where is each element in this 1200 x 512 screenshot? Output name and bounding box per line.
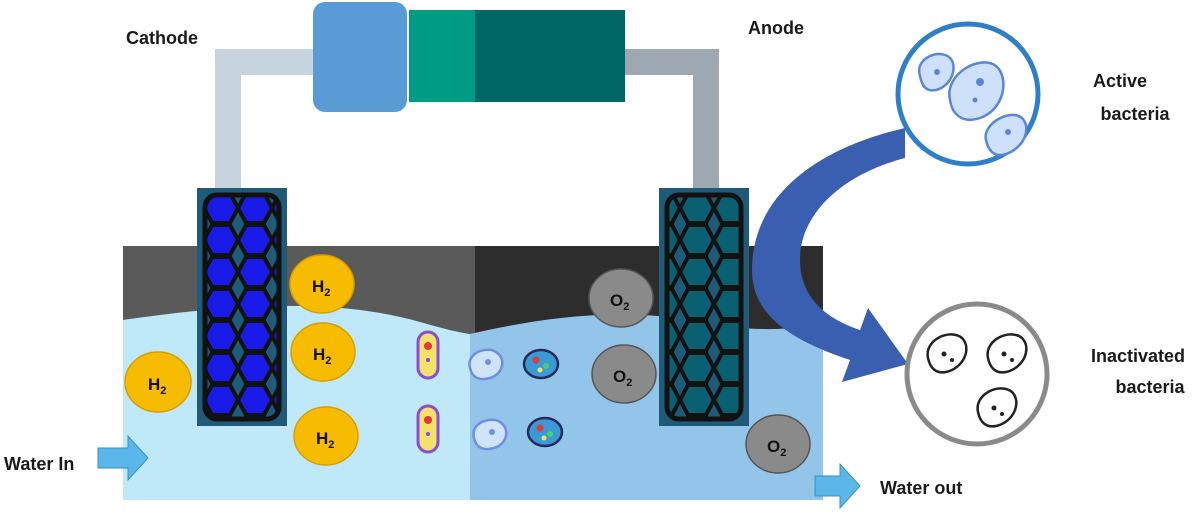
anode-mesh xyxy=(664,192,744,422)
active-bacteria-panel: Active bacteria xyxy=(895,21,1171,167)
bacteria-icon xyxy=(472,418,508,451)
power-source xyxy=(313,2,625,112)
transition-arrow xyxy=(752,128,908,382)
bacteria-outline-icon xyxy=(926,333,1028,428)
inactive-label-line2: bacteria xyxy=(1115,377,1185,397)
arrow-right-icon xyxy=(97,434,149,482)
svg-text:O2: O2 xyxy=(613,367,632,389)
svg-text:O2: O2 xyxy=(610,291,629,313)
o2-bubble: O2 xyxy=(588,268,654,328)
water-out-arrow xyxy=(814,462,861,510)
hydrogen-bubbles: H2 H2 H2 H2 xyxy=(124,254,359,466)
anode-wire xyxy=(620,49,719,190)
curved-arrow-icon xyxy=(752,128,908,382)
rod-bacterium-icon xyxy=(416,404,440,454)
water-out-label: Water out xyxy=(880,478,962,498)
rod-bacterium-icon xyxy=(416,330,440,380)
h2-bubble: H2 xyxy=(293,406,359,466)
active-label-line2: bacteria xyxy=(1100,104,1170,124)
circuit-wires xyxy=(215,49,719,190)
water-in-label: Water In xyxy=(4,454,74,474)
cathode-electrode xyxy=(197,188,287,426)
cathode-label: Cathode xyxy=(126,28,198,48)
svg-text:H2: H2 xyxy=(316,429,334,451)
anode-electrode xyxy=(659,188,749,426)
svg-text:H2: H2 xyxy=(148,375,166,397)
h2-symbol: H xyxy=(312,277,324,296)
water-in-arrow xyxy=(97,434,149,482)
arrow-right-icon xyxy=(814,462,861,510)
bacteria-icon xyxy=(917,52,1028,157)
svg-text:O2: O2 xyxy=(767,437,786,459)
cell-icon xyxy=(522,348,560,380)
cathode-mesh xyxy=(202,192,282,422)
cell-icon xyxy=(526,416,564,448)
battery-icon xyxy=(313,2,407,112)
o2-bubble: O2 xyxy=(745,414,811,474)
cathode-wire xyxy=(215,49,320,190)
inactive-bacteria-circle xyxy=(904,301,1050,447)
h2-bubble: H2 xyxy=(290,322,356,382)
svg-text:H2: H2 xyxy=(313,345,331,367)
inactive-label-line1: Inactivated xyxy=(1091,346,1185,366)
inactive-bacteria-panel: Inactivated bacteria xyxy=(904,301,1186,447)
bacteria-icon xyxy=(468,348,504,381)
power-source-middle xyxy=(409,10,475,102)
microbes xyxy=(416,330,564,454)
o2-bubble: O2 xyxy=(591,344,657,404)
anode-label: Anode xyxy=(748,18,804,38)
h2-bubble: H2 xyxy=(289,254,355,314)
power-source-right xyxy=(475,10,625,102)
h2-bubble: H2 xyxy=(124,351,192,413)
oxygen-bubbles: O2 O2 O2 xyxy=(588,268,811,474)
active-label-line1: Active xyxy=(1093,71,1147,91)
svg-text:H2: H2 xyxy=(312,277,330,299)
